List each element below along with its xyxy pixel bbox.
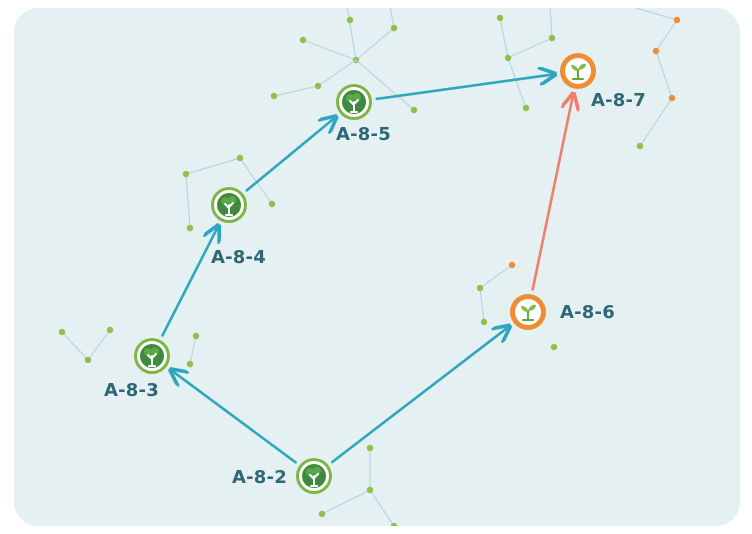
decor-line <box>61 329 111 361</box>
path-a-8-6-to-a-8-7 <box>531 95 573 291</box>
sprout-icon <box>560 53 596 89</box>
decor-dot <box>186 224 194 232</box>
decorative-constellations <box>58 8 681 526</box>
decor-dot <box>410 106 418 114</box>
level-label-a-8-6: A-8-6 <box>560 302 615 323</box>
tree-icon <box>336 84 372 120</box>
path-a-8-3-to-a-8-4 <box>161 227 217 337</box>
decor-line <box>479 264 513 289</box>
decor-dot <box>522 104 530 112</box>
path-a-8-2-to-a-8-6 <box>330 327 508 464</box>
path-a-8-4-to-a-8-5 <box>245 118 335 192</box>
decor-dot <box>236 154 244 162</box>
decor-line <box>499 8 553 59</box>
decor-dot <box>673 16 681 24</box>
decor-dot <box>668 94 676 102</box>
level-label-a-8-5: A-8-5 <box>336 124 391 145</box>
decor-dot <box>346 16 354 24</box>
decor-dot <box>186 360 194 368</box>
decor-dot <box>652 47 660 55</box>
tree-icon <box>211 187 247 223</box>
level-paths <box>161 74 573 464</box>
decor-line <box>185 173 191 229</box>
decor-dot <box>182 170 190 178</box>
decor-dot <box>504 54 512 62</box>
level-node-a-8-2[interactable] <box>295 457 333 495</box>
level-node-a-8-5[interactable] <box>335 83 373 121</box>
decor-dot <box>58 328 66 336</box>
decor-dot <box>480 318 488 326</box>
decor-dot <box>636 142 644 150</box>
decor-line <box>302 8 357 61</box>
decor-dot <box>390 522 398 526</box>
decor-dot <box>366 444 374 452</box>
decor-dot <box>366 486 374 494</box>
decor-line <box>639 19 678 147</box>
decor-line <box>479 287 485 323</box>
decor-dot <box>268 200 276 208</box>
decor-dot <box>314 82 322 90</box>
decor-dot <box>476 284 484 292</box>
level-node-a-8-6[interactable] <box>509 293 547 331</box>
level-node-a-8-4[interactable] <box>210 186 248 224</box>
level-label-a-8-2: A-8-2 <box>232 467 287 488</box>
decor-line <box>273 59 415 111</box>
level-label-a-8-4: A-8-4 <box>211 247 266 268</box>
path-a-8-2-to-a-8-3 <box>172 371 297 464</box>
tree-icon <box>296 458 332 494</box>
decor-dot <box>508 261 516 269</box>
path-a-8-5-to-a-8-7 <box>375 74 553 101</box>
level-map: A-8-2 A-8-3 A-8-4 A-8-5 A-8-6 A-8-7 <box>14 8 740 526</box>
level-label-a-8-7: A-8-7 <box>591 90 646 111</box>
sprout-icon <box>510 294 546 330</box>
level-node-a-8-7[interactable] <box>559 52 597 90</box>
decor-dot <box>192 332 200 340</box>
decor-dot <box>550 343 558 351</box>
map-canvas <box>58 8 681 526</box>
level-node-a-8-3[interactable] <box>133 337 171 375</box>
decor-line <box>635 8 678 21</box>
decor-dot <box>84 356 92 364</box>
level-label-a-8-3: A-8-3 <box>104 380 159 401</box>
decor-dot <box>496 14 504 22</box>
decor-dot <box>106 326 114 334</box>
decor-dot <box>390 24 398 32</box>
decor-line <box>507 57 527 109</box>
decor-dot <box>270 92 278 100</box>
decor-line <box>369 489 395 526</box>
decor-line <box>189 335 197 365</box>
decor-dot <box>299 36 307 44</box>
tree-icon <box>134 338 170 374</box>
decor-line <box>355 8 395 61</box>
decor-dot <box>548 34 556 42</box>
decor-dot <box>318 510 326 518</box>
